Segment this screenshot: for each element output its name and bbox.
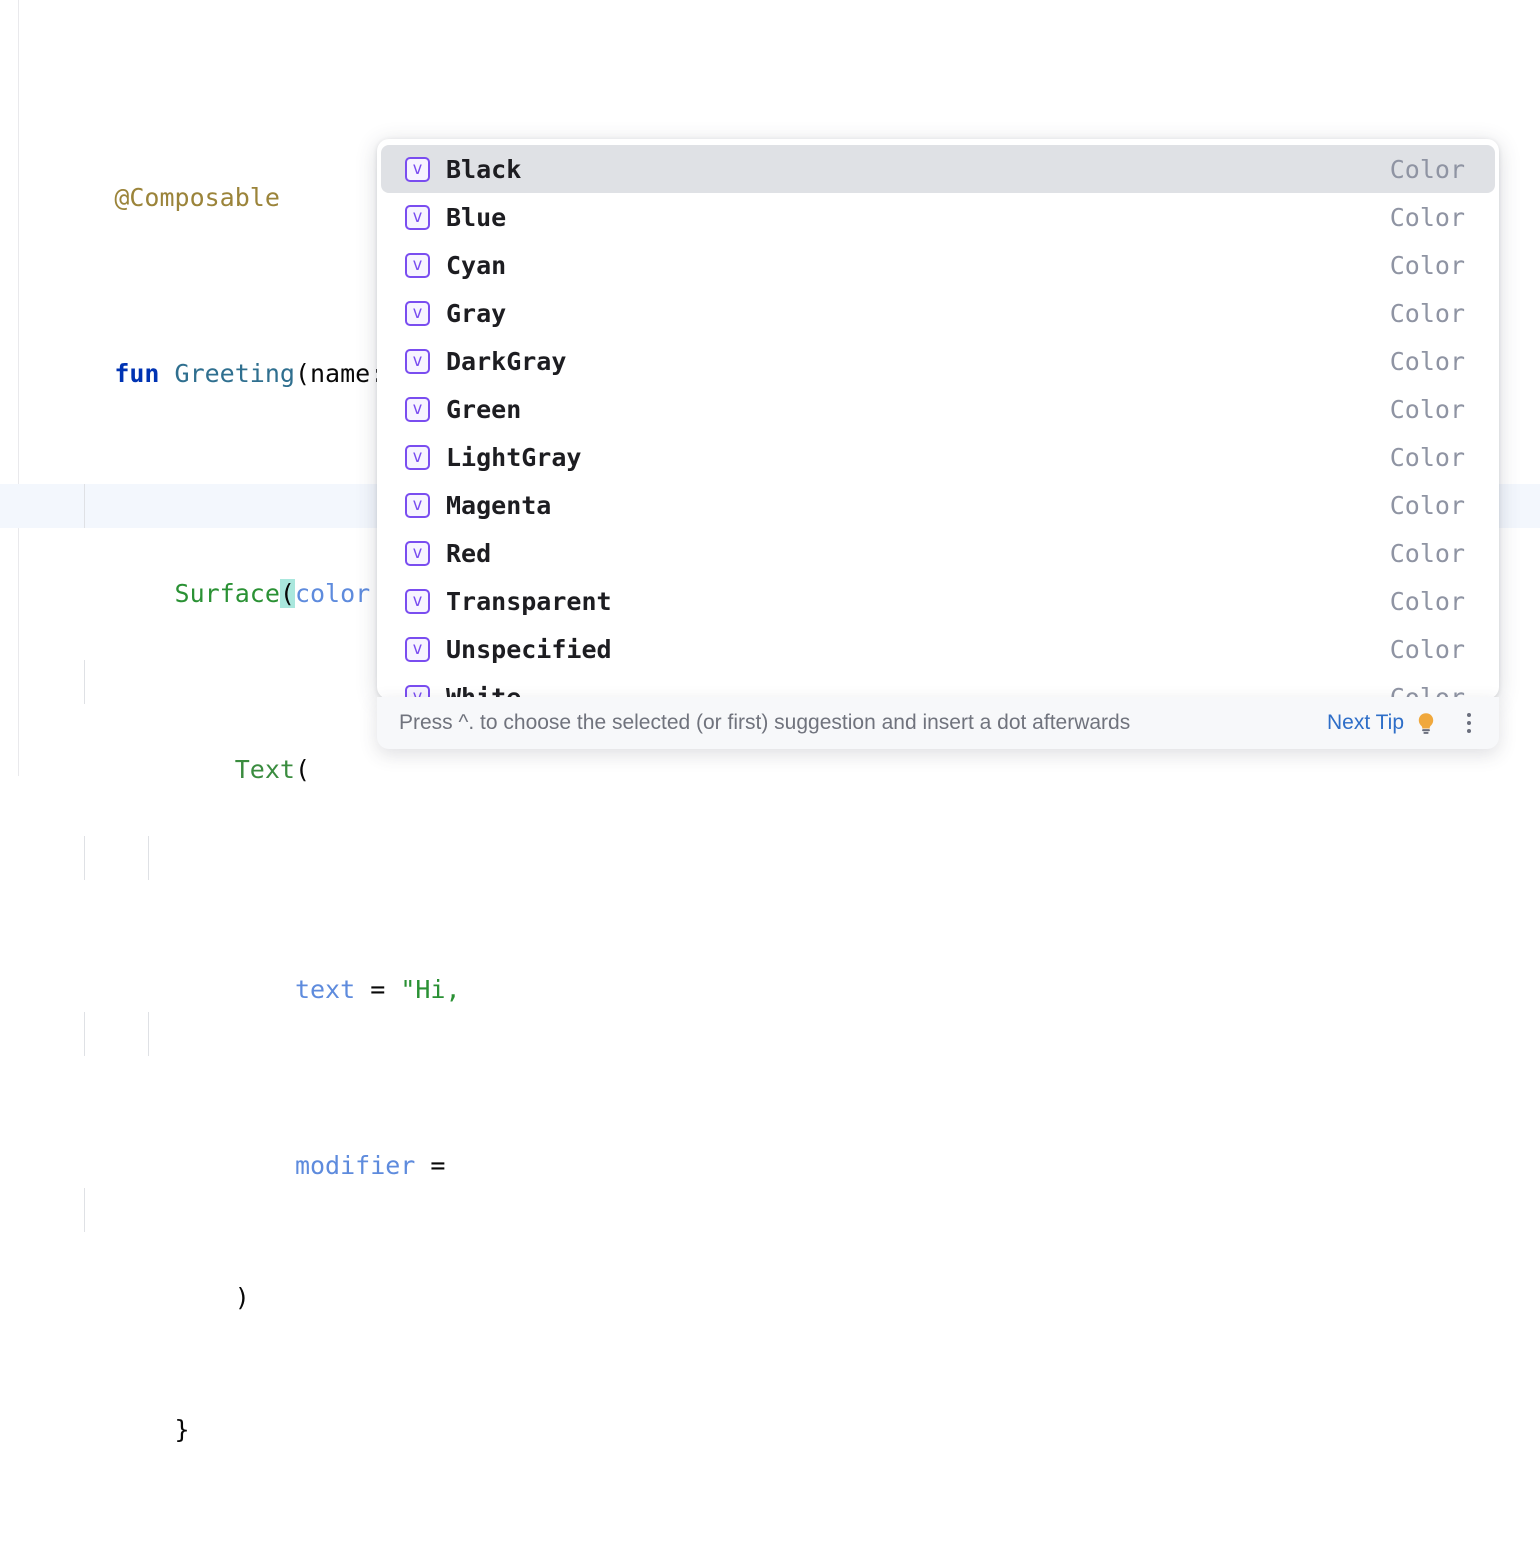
indent-guide	[84, 1012, 85, 1056]
completion-hint-bar: Press ^. to choose the selected (or firs…	[377, 697, 1499, 749]
completion-item-label: Magenta	[446, 490, 552, 520]
property-value-icon: v	[405, 396, 430, 422]
completion-item-type: Color	[1389, 586, 1465, 616]
kebab-dot	[1467, 721, 1471, 725]
surface-param-token: color	[294, 579, 371, 608]
hint-text: Press ^. to choose the selected (or firs…	[399, 711, 1131, 734]
completion-item[interactable]: v Green Color	[381, 385, 1495, 433]
property-value-icon: v	[405, 492, 430, 518]
function-name: Greeting	[174, 359, 295, 388]
property-value-icon: v	[405, 348, 430, 374]
completion-item-label: Blue	[446, 202, 507, 232]
property-value-icon: v	[405, 300, 430, 326]
indent-1b	[114, 1415, 174, 1444]
indent-guide	[84, 1188, 85, 1232]
indent-3b	[114, 1151, 295, 1180]
completion-item-label: White	[446, 682, 522, 700]
code-line-close-brace-outer[interactable]: }	[0, 1540, 1540, 1552]
completion-item-label: Transparent	[446, 586, 612, 616]
text-param-token: text	[294, 975, 356, 1004]
indent-guide	[148, 836, 149, 880]
indent-3	[114, 975, 295, 1004]
keyword-fun: fun	[114, 359, 160, 388]
completion-item[interactable]: v DarkGray Color	[381, 337, 1495, 385]
completion-item[interactable]: v Transparent Color	[381, 577, 1495, 625]
completion-item[interactable]: v Red Color	[381, 529, 1495, 577]
completion-item[interactable]: v Gray Color	[381, 289, 1495, 337]
space-1	[159, 359, 174, 388]
indent-guide	[84, 836, 85, 880]
modifier-param-token: modifier	[294, 1151, 416, 1180]
gutter-divider	[18, 0, 19, 776]
completion-item[interactable]: v Unspecified Color	[381, 625, 1495, 673]
code-line-text-arg[interactable]: text = "Hi,	[0, 836, 1540, 1004]
text-open-paren: (	[294, 755, 311, 784]
completion-item-label: LightGray	[446, 442, 582, 472]
modifier-eq: =	[415, 1151, 461, 1180]
property-value-icon: v	[405, 252, 430, 278]
completion-item-label: Black	[446, 154, 522, 184]
text-string-token: "Hi,	[400, 975, 461, 1004]
completion-item[interactable]: v Black Color	[381, 145, 1495, 193]
completion-item-type: Color	[1389, 202, 1465, 232]
indent-guide	[84, 484, 85, 528]
completion-item-type: Color	[1389, 538, 1465, 568]
completion-item-type: Color	[1389, 682, 1465, 700]
completion-item[interactable]: v LightGray Color	[381, 433, 1495, 481]
property-value-icon: v	[405, 204, 430, 230]
indent-guide	[84, 660, 85, 704]
completion-item-type: Color	[1389, 154, 1465, 184]
code-line-annotation[interactable]: @Composable	[0, 132, 1540, 212]
completion-item-type: Color	[1389, 634, 1465, 664]
next-tip-link[interactable]: Next Tip	[1326, 711, 1404, 734]
completion-item[interactable]: v Blue Color	[381, 193, 1495, 241]
indent-1	[114, 579, 174, 608]
matching-paren-open: (	[279, 579, 295, 608]
code-line-close-paren[interactable]: )	[0, 1188, 1540, 1312]
property-value-icon: v	[405, 588, 430, 614]
indent-2b	[114, 1283, 234, 1312]
completion-item-label: Cyan	[446, 250, 507, 280]
property-value-icon: v	[405, 636, 430, 662]
completion-item-type: Color	[1389, 250, 1465, 280]
code-line-close-brace-inner[interactable]: }	[0, 1364, 1540, 1444]
surface-call-token: Surface	[174, 579, 280, 608]
close-paren-token: )	[234, 1283, 250, 1312]
completion-item-label: DarkGray	[446, 346, 567, 376]
kebab-dot	[1467, 713, 1471, 717]
completion-item-label: Gray	[446, 298, 507, 328]
code-line-modifier-arg[interactable]: modifier =	[0, 1012, 1540, 1180]
more-options-icon[interactable]	[1459, 710, 1479, 736]
lightbulb-icon	[1413, 710, 1439, 736]
completion-item-type: Color	[1389, 346, 1465, 376]
kebab-dot	[1467, 729, 1471, 733]
annotation-token: @Composable	[114, 183, 280, 212]
completion-item-type: Color	[1389, 298, 1465, 328]
close-brace-inner-token: }	[174, 1415, 190, 1444]
completion-item-label: Red	[446, 538, 492, 568]
property-value-icon: v	[405, 156, 430, 182]
completion-item-label: Green	[446, 394, 522, 424]
completion-item[interactable]: v White Color	[381, 673, 1495, 699]
completion-item[interactable]: v Cyan Color	[381, 241, 1495, 289]
completion-item-type: Color	[1389, 394, 1465, 424]
text-eq: =	[355, 975, 401, 1004]
completion-item-label: Unspecified	[446, 634, 612, 664]
completion-item-type: Color	[1389, 442, 1465, 472]
property-value-icon: v	[405, 444, 430, 470]
completion-item-type: Color	[1389, 490, 1465, 520]
text-call-token: Text	[234, 755, 295, 784]
completion-item[interactable]: v Magenta Color	[381, 481, 1495, 529]
property-value-icon: v	[405, 684, 430, 699]
indent-guide	[148, 1012, 149, 1056]
indent-2	[114, 755, 234, 784]
property-value-icon: v	[405, 540, 430, 566]
